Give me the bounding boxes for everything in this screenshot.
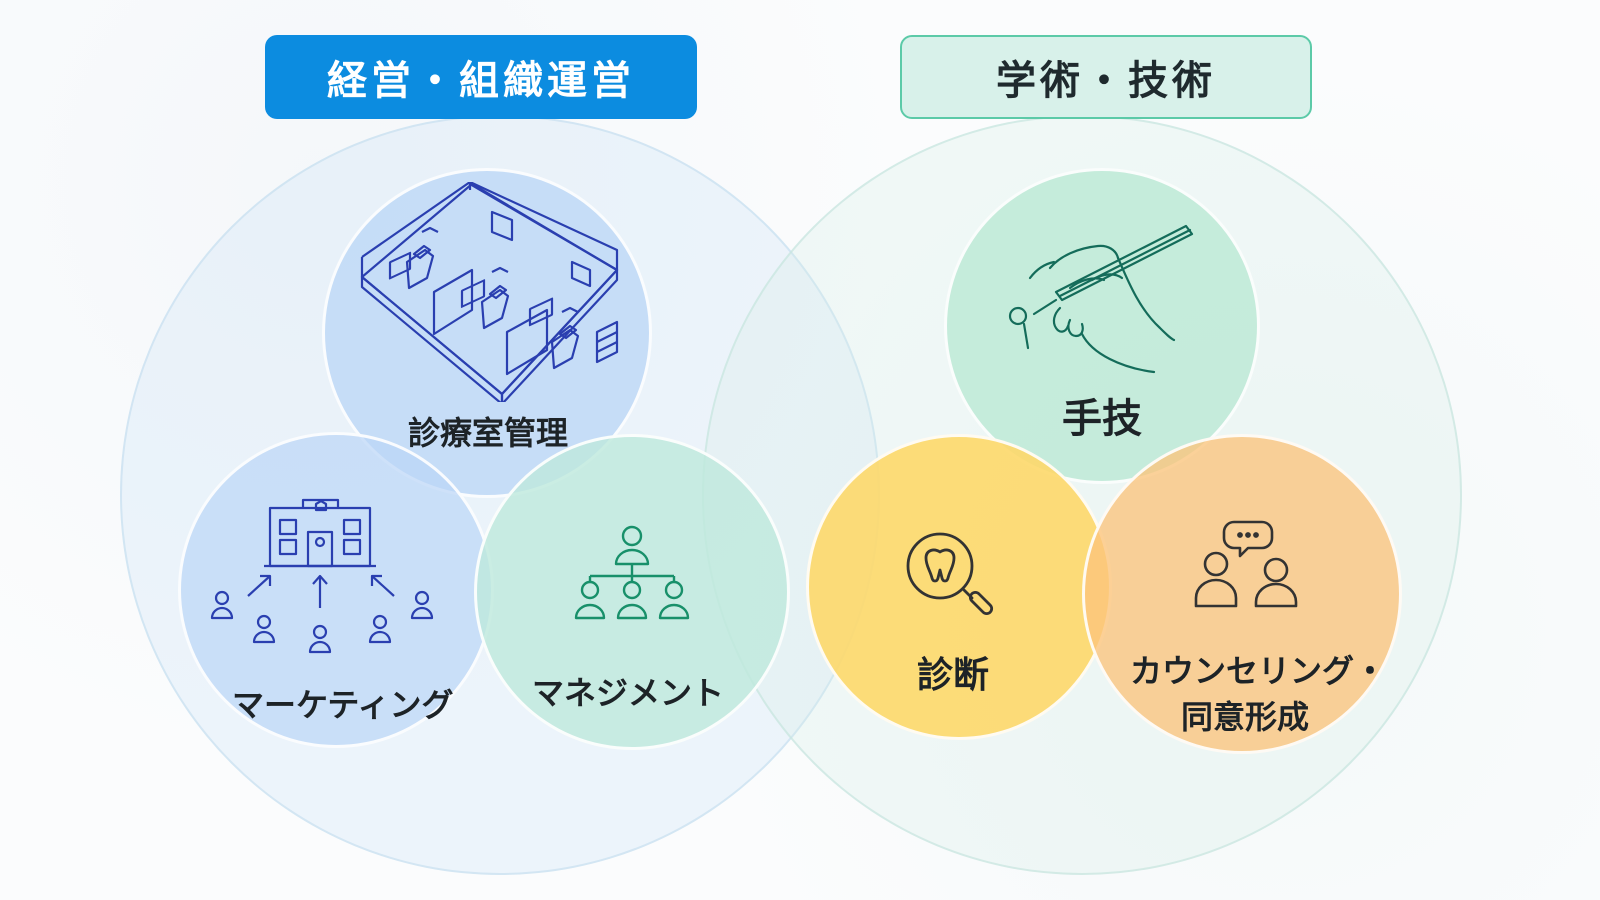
management-header: 経営・組織運営 [265, 35, 697, 119]
clinic-room-isometric-icon [360, 182, 619, 402]
counseling-circle [1082, 434, 1402, 754]
management-circle [474, 434, 790, 750]
counseling-label-line2: 同意形成 [1180, 698, 1309, 736]
org-chart-icon [574, 525, 690, 620]
technique-label: 手技 [1062, 396, 1142, 442]
people-speech-icon [1194, 520, 1298, 608]
counseling-label-line1: カウンセリング・ [1130, 652, 1387, 690]
management-label: マネジメント [531, 674, 724, 712]
diagnosis-label: 診断 [916, 655, 989, 696]
marketing-circle [178, 432, 494, 748]
tooth-magnifier-icon [906, 532, 994, 616]
diagnosis-circle [806, 434, 1112, 740]
academic-header-label: 学術・技術 [996, 58, 1216, 104]
marketing-label: マーケティング [232, 686, 454, 724]
academic-header: 学術・技術 [900, 35, 1312, 119]
management-header-label: 経営・組織運営 [327, 58, 635, 104]
technique-circle [944, 168, 1260, 484]
clinic-building-people-icon [210, 498, 434, 654]
clinic-management-label: 診療室管理 [407, 414, 568, 452]
hand-dental-tool-icon [1008, 224, 1194, 374]
